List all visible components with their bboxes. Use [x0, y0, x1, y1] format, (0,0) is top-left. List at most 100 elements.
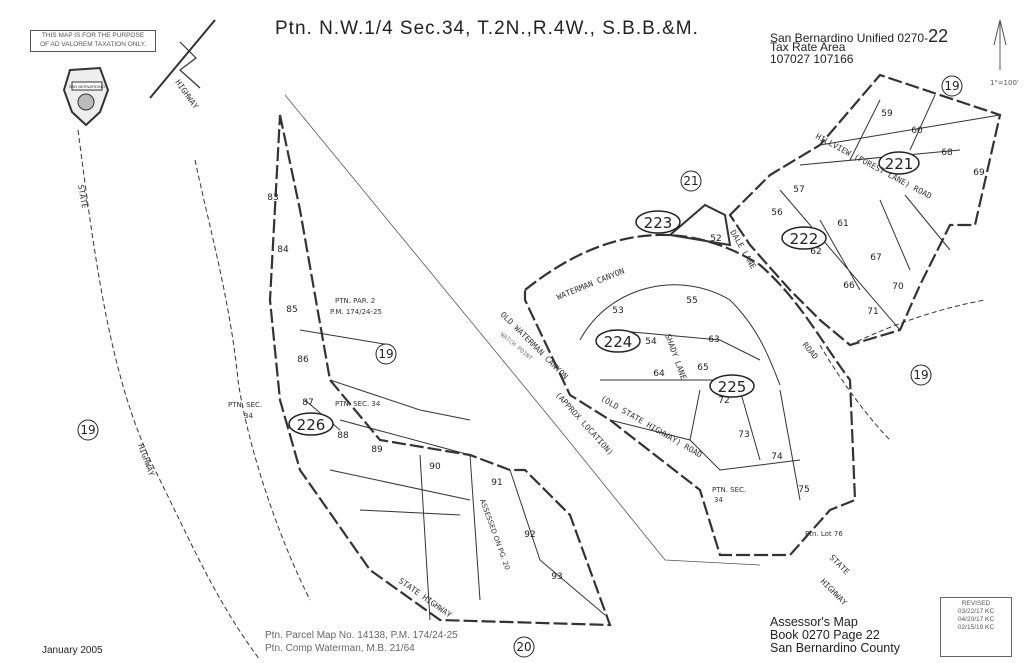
lot-number: 61 [837, 219, 848, 229]
label-pm-ref: P.M. 174/24-25 [330, 308, 382, 316]
page-circle-222: 222 [781, 226, 827, 250]
svg-text:221: 221 [885, 155, 914, 173]
revised-entry: 02/15/19 KC [957, 624, 995, 631]
svg-text:21: 21 [683, 174, 698, 188]
parcel-map-reference: Ptn. Parcel Map No. 14138, P.M. 174/24-2… [265, 630, 458, 641]
road-label-highway-top: HIGHWAY [173, 78, 200, 111]
lot-number: 70 [892, 282, 904, 292]
svg-text:226: 226 [297, 416, 326, 434]
map-title: Ptn. N.W.1/4 Sec.34, T.2N.,R.4W., S.B.B.… [275, 18, 699, 39]
lot-number: 65 [697, 363, 708, 373]
adjacent-circle-19-top: 19 [941, 75, 963, 97]
lot-number: 91 [491, 478, 502, 488]
svg-text:224: 224 [604, 333, 633, 351]
label-ptn-lot-76: Ptn. Lot 76 [805, 530, 843, 538]
svg-text:19: 19 [80, 423, 95, 437]
highway-top-boundary [149, 19, 216, 99]
label-ptn-sec-34-e: 34 [714, 496, 723, 504]
taxation-note-line-2: OF AD VALOREM TAXATION ONLY. [40, 41, 146, 48]
lot-number: 69 [973, 168, 985, 178]
revision-box: REVISED 03/22/17 KC 04/20/17 KC 02/15/19… [940, 597, 1012, 657]
revised-heading: REVISED [961, 600, 991, 607]
lot-number: 73 [738, 430, 749, 440]
adjacent-circle-20: 20 [513, 636, 535, 658]
svg-text:223: 223 [644, 214, 673, 232]
lot-number: 87 [302, 398, 313, 408]
road-label-state-left: STATE [76, 184, 89, 209]
left-parcel-block [268, 114, 612, 627]
lot-number: 54 [645, 337, 657, 347]
lot-number: 57 [793, 185, 804, 195]
page-circle-224: 224 [595, 329, 641, 353]
north-arrow-icon: 1"=100' [990, 19, 1019, 87]
lot-number: 59 [881, 109, 893, 119]
map-date: January 2005 [42, 645, 103, 656]
svg-text:225: 225 [718, 378, 747, 396]
road-label-shady-lane: SHADY LANE [663, 333, 688, 382]
right-parcel-block [523, 233, 857, 557]
assessor-line-1: Assessor's Map [770, 615, 858, 629]
svg-text:20: 20 [516, 640, 531, 654]
lot-number: 84 [277, 245, 289, 255]
page-circle-225: 225 [709, 374, 755, 398]
lot-number: 56 [771, 208, 783, 218]
taxation-note-line-1: THIS MAP IS FOR THE PURPOSE [41, 32, 145, 39]
svg-text:19: 19 [378, 347, 393, 361]
page-circle-223: 223 [635, 210, 681, 234]
adjacent-circle-19-mid: 19 [375, 343, 397, 365]
label-ptn-sec-34-a: PTN. SEC. 34 [335, 400, 381, 408]
assessor-line-3: San Bernardino County [770, 641, 900, 655]
label-ptn-sec-34-d: PTN. SEC. [712, 486, 746, 494]
lot-number: 52 [710, 234, 721, 244]
lot-number: 63 [708, 335, 719, 345]
lot-number: 88 [337, 431, 349, 441]
lot-number: 90 [429, 462, 441, 472]
state-highway-left [77, 129, 261, 661]
comp-waterman-reference: Ptn. Comp Waterman, M.B. 21/64 [265, 643, 415, 654]
lot-number: 75 [798, 485, 809, 495]
page-circle-221: 221 [878, 151, 920, 175]
assessor-line-2: Book 0270 Page 22 [770, 628, 880, 642]
lot-number: 92 [524, 530, 535, 540]
page-circle-226: 226 [288, 412, 334, 436]
adjacent-circle-21: 21 [680, 170, 702, 192]
taxation-note: THIS MAP IS FOR THE PURPOSE OF AD VALORE… [30, 30, 156, 52]
tax-rate-area-codes: 107027 107166 [770, 52, 854, 66]
road-label-old-waterman: OLD WATERMAN CANYON [499, 310, 570, 381]
lot-number: 68 [941, 148, 953, 158]
adjacent-circle-19-right: 19 [910, 364, 932, 386]
lot-number: 66 [843, 281, 855, 291]
upper-right-block [728, 73, 1002, 347]
tax-district-line: San Bernardino Unified 0270-22 [770, 26, 948, 47]
lot-number: 89 [371, 445, 383, 455]
svg-text:19: 19 [944, 79, 959, 93]
assessor-map-info: Assessor's Map Book 0270 Page 22 San Ber… [770, 616, 900, 655]
lot-number: 74 [771, 452, 783, 462]
label-ptn-par-2: PTN. PAR. 2 [335, 297, 375, 305]
road-label-waterman-canyon: WATERMAN CANYON [555, 266, 626, 301]
county-seal: SAN BERNARDINO [62, 66, 110, 127]
lot-number: 93 [551, 572, 562, 582]
revised-entry: 04/20/17 KC [957, 616, 995, 623]
lot-number: 55 [686, 296, 697, 306]
lot-number: 53 [612, 306, 623, 316]
adjacent-circle-19-left: 19 [77, 419, 99, 441]
lot-number: 64 [653, 369, 665, 379]
road-label-road-right: ROAD [800, 341, 819, 362]
svg-text:19: 19 [913, 368, 928, 382]
revised-entry: 03/22/17 KC [957, 608, 995, 615]
label-ptn-sec-34-c: 34 [244, 412, 253, 420]
lot-number: 72 [718, 396, 729, 406]
section-line [284, 94, 761, 566]
road-label-highway-left: HIGHWAY [136, 443, 156, 478]
lot-number: 60 [911, 126, 923, 136]
road-label-state-bottom: STATE HIGHWAY [397, 576, 454, 619]
road-label-state-right-2: HIGHWAY [819, 577, 849, 607]
svg-text:SAN BERNARDINO: SAN BERNARDINO [69, 84, 105, 89]
lot-number: 85 [286, 305, 297, 315]
label-ptn-sec-34-b: PTN. SEC. [228, 401, 262, 409]
road-label-state-right-1: STATE [828, 553, 852, 577]
svg-text:1"=100': 1"=100' [990, 79, 1019, 87]
lot-number: 71 [867, 307, 878, 317]
